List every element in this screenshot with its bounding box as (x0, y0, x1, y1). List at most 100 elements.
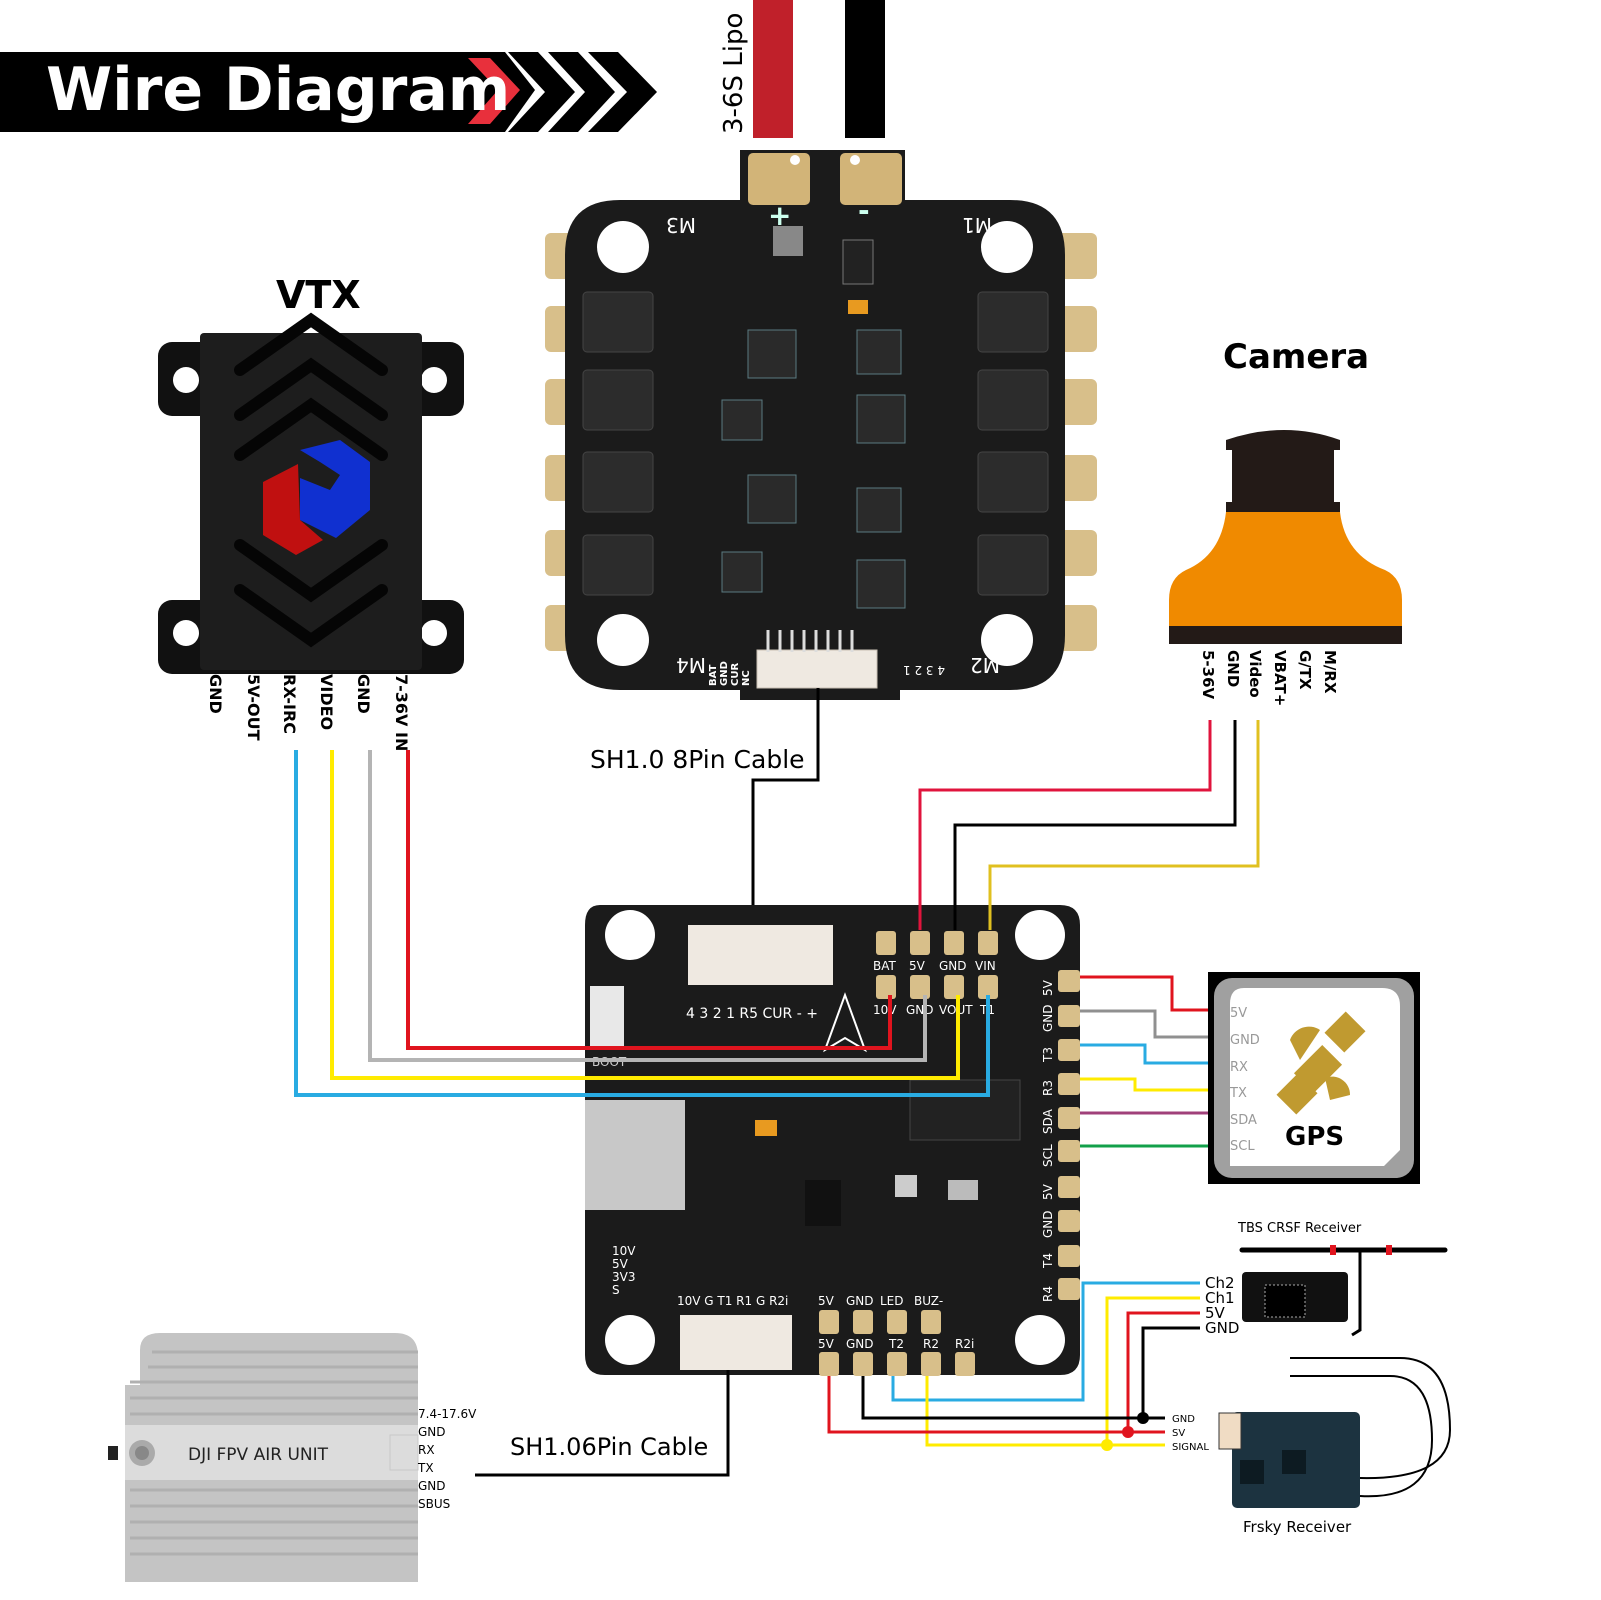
svg-text:5-36V: 5-36V (1199, 650, 1217, 700)
mount-hole-icon (605, 910, 655, 960)
svg-text:GND: GND (1172, 1414, 1195, 1425)
fc-capacitor (755, 1120, 777, 1136)
svg-text:GND: GND (939, 959, 967, 973)
chevron-icon (548, 52, 615, 132)
svg-text:GND: GND (418, 1425, 446, 1439)
fc-top-pads[interactable] (876, 931, 998, 999)
svg-text:GND: GND (906, 1003, 934, 1017)
svg-text:CUR: CUR (730, 663, 741, 686)
svg-text:GND: GND (846, 1294, 874, 1308)
svg-text:RX: RX (418, 1443, 435, 1457)
frsky-pin-labels: GND SV SIGNAL (1172, 1414, 1209, 1453)
satellite-icon (1276, 1011, 1366, 1115)
svg-text:TX: TX (417, 1461, 434, 1475)
svg-text:5V: 5V (818, 1294, 835, 1308)
svg-text:GND: GND (1041, 1210, 1055, 1238)
fc-right-pads[interactable] (1058, 970, 1080, 1300)
camera-lens (1226, 430, 1340, 512)
svg-text:SBUS: SBUS (418, 1497, 450, 1511)
fc-bottom-pad-labels: 5V GND LED BUZ- 5V GND T2 R2 R2i (818, 1294, 974, 1351)
svg-text:GND: GND (354, 674, 373, 714)
svg-text:LED: LED (880, 1294, 904, 1308)
mount-hole-icon (981, 614, 1033, 666)
svg-text:T2: T2 (888, 1337, 904, 1351)
fc-right-pad-labels: 5V GND T3 R3 SDA SCL 5V GND T4 R4 (1041, 979, 1055, 1302)
svg-text:SCL: SCL (1041, 1144, 1055, 1167)
esc-motor-label: M4 (676, 653, 706, 677)
svg-text:R2: R2 (923, 1337, 939, 1351)
chevron-icon (508, 52, 575, 132)
page-title: Wire Diagram (46, 55, 510, 125)
camera-body (1169, 512, 1402, 626)
fc-dji-connector[interactable] (680, 1315, 792, 1370)
svg-text:BAT: BAT (873, 959, 897, 973)
gps-pin-labels: 5V GND RX TX SDA SCL (1229, 1006, 1260, 1154)
svg-text:T3: T3 (1041, 1047, 1055, 1063)
svg-text:VIN: VIN (975, 959, 996, 973)
usb-c-port[interactable] (585, 1100, 685, 1210)
esc-8pin-connector[interactable] (756, 649, 878, 689)
esc-inductor (773, 226, 803, 256)
svg-text:R3: R3 (1041, 1080, 1055, 1096)
frsky-title: Frsky Receiver (1243, 1518, 1352, 1536)
gps-wires (1080, 975, 1208, 1148)
boot-button[interactable] (590, 986, 624, 1046)
wire-gps-5v (1080, 975, 1208, 1012)
svg-text:5V: 5V (1205, 1304, 1226, 1322)
vtx-logo-blue (300, 440, 370, 538)
svg-text:5V: 5V (1041, 979, 1055, 996)
dji-button[interactable] (108, 1446, 118, 1460)
svg-text:7-36V IN: 7-36V IN (392, 674, 411, 751)
battery-positive-wire (753, 0, 793, 138)
wire-vtx-video (330, 750, 960, 1080)
dji-label-band (125, 1425, 418, 1480)
camera-pin-labels: 5-36V GND Video VBAT+ G/TX M/RX (1199, 650, 1339, 706)
battery-pad-positive (748, 153, 810, 205)
frsky-antenna (1290, 1357, 1452, 1480)
camera-wires (918, 720, 1260, 930)
svg-text:GND: GND (1224, 650, 1242, 687)
svg-text:SDA: SDA (1041, 1108, 1055, 1134)
junction-gnd-icon (1137, 1412, 1149, 1424)
svg-text:S: S (612, 1283, 620, 1297)
svg-text:3V3: 3V3 (612, 1270, 635, 1284)
mount-hole-icon (605, 1315, 655, 1365)
wire-vtx-rx (294, 750, 990, 1097)
svg-text:10V: 10V (612, 1244, 636, 1258)
svg-text:M/RX: M/RX (1321, 650, 1339, 694)
esc-mosfets (582, 291, 1049, 596)
esc-connector-pin-labels: BAT GND CUR NC (708, 661, 752, 686)
svg-text:GND: GND (206, 674, 225, 714)
crsf-pin-labels: Ch2 Ch1 5V GND (1205, 1274, 1239, 1337)
frsky-connector[interactable] (1218, 1412, 1242, 1450)
svg-text:5V-OUT: 5V-OUT (244, 674, 263, 741)
vtx-title: VTX (276, 273, 361, 317)
battery-leads: 3-6S Lipo (719, 0, 885, 138)
fc-esc-connector[interactable] (688, 925, 833, 985)
svg-text:G/TX: G/TX (1296, 650, 1314, 690)
wire-gps-tx (1080, 1077, 1208, 1092)
vtx-vents (234, 312, 388, 648)
mount-hole-icon (1015, 1315, 1065, 1365)
gps-module: GPS 5V GND RX TX SDA SCL (1208, 972, 1420, 1184)
esc-board: M3 M1 M4 M2 + - (545, 150, 1097, 700)
header-banner: Wire Diagram (0, 52, 657, 132)
svg-text:GND: GND (418, 1479, 446, 1493)
svg-text:SIGNAL: SIGNAL (1172, 1442, 1209, 1453)
flight-controller: 4 3 2 1 R5 CUR - + BOOT BAT 5V GND VIN 1… (585, 905, 1080, 1376)
esc-connector-pins (766, 630, 854, 652)
battery-label: 3-6S Lipo (719, 13, 749, 134)
svg-text:TX: TX (1229, 1086, 1247, 1101)
svg-text:SDA: SDA (1230, 1113, 1257, 1128)
esc-pcb (565, 150, 1065, 700)
svg-text:5V: 5V (909, 959, 926, 973)
battery-pad-negative (840, 153, 902, 205)
polarity-plus: + (768, 199, 791, 232)
svg-text:Ch2: Ch2 (1205, 1274, 1235, 1292)
svg-text:GND: GND (719, 661, 730, 686)
esc-cable-wire (751, 688, 820, 915)
svg-text:RX: RX (1230, 1060, 1248, 1075)
fc-bottom-pads[interactable] (819, 1310, 975, 1376)
polarity-minus: - (858, 194, 870, 227)
camera-module: Camera 5-36V GND Video VBAT+ G/TX M/RX (1169, 337, 1402, 706)
